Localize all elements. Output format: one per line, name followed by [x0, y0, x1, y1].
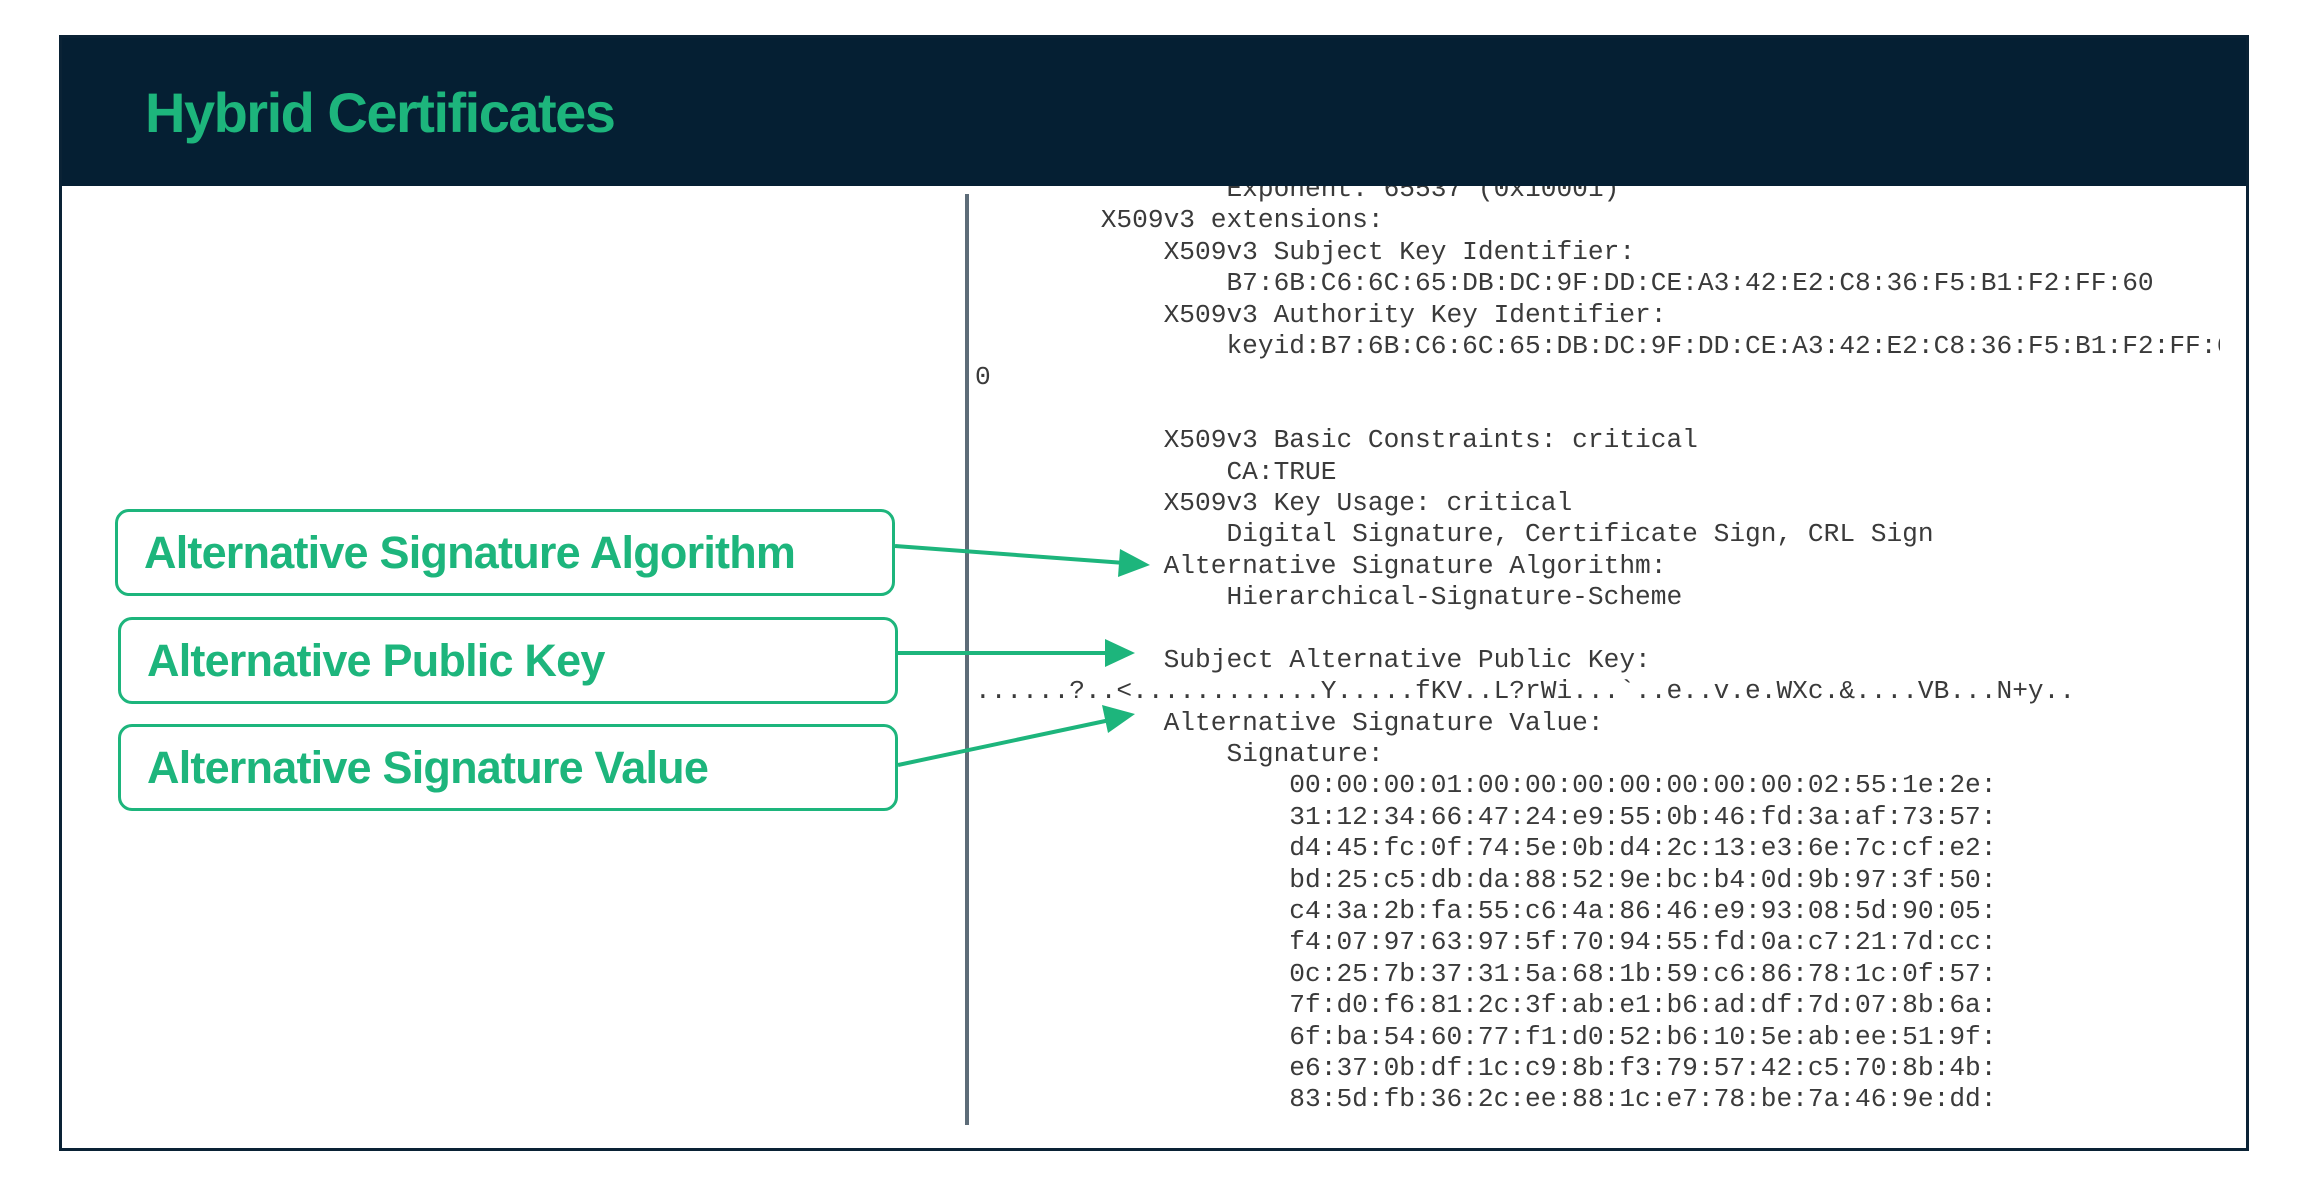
terminal-output: Exponent: 65537 (0x10001)X509v3 extensio… — [965, 186, 2220, 1125]
terminal-line: X509v3 Authority Key Identifier: — [1163, 299, 1667, 330]
terminal-line: CA:TRUE — [1226, 456, 1337, 487]
terminal-line: e6:37:0b:df:1c:c9:8b:f3:79:57:42:c5:70:8… — [1289, 1052, 1997, 1083]
slide-header: Hybrid Certificates — [62, 38, 2246, 186]
slide-title: Hybrid Certificates — [145, 81, 616, 144]
terminal-line: 83:5d:fb:36:2c:ee:88:1c:e7:78:be:7a:46:9… — [1289, 1084, 1997, 1115]
terminal-line: Exponent: 65537 (0x10001) — [1226, 186, 1620, 204]
terminal-line: f4:07:97:63:97:5f:70:94:55:fd:0a:c7:21:7… — [1289, 927, 1997, 958]
terminal-line: B7:6B:C6:6C:65:DB:DC:9F:DD:CE:A3:42:E2:C… — [1226, 268, 2154, 299]
terminal-line: X509v3 Subject Key Identifier: — [1163, 236, 1636, 267]
callout-label: Alternative Signature Value — [147, 741, 709, 793]
terminal-line: Subject Alternative Public Key: — [1163, 644, 1651, 675]
callout-label: Alternative Signature Algorithm — [144, 526, 796, 578]
terminal-line: Digital Signature, Certificate Sign, CRL… — [1226, 519, 1934, 550]
terminal-line: Alternative Signature Value: — [1163, 707, 1604, 738]
terminal-line: keyid:B7:6B:C6:6C:65:DB:DC:9F:DD:CE:A3:4… — [1226, 330, 2220, 361]
terminal-line: X509v3 Basic Constraints: critical — [1163, 425, 1698, 456]
callout-alternative-signature-algorithm: Alternative Signature Algorithm — [115, 509, 895, 596]
callout-alternative-signature-value: Alternative Signature Value — [118, 724, 898, 811]
terminal-line: 7f:d0:f6:81:2c:3f:ab:e1:b6:ad:df:7d:07:8… — [1289, 990, 1997, 1021]
terminal-line: 31:12:34:66:47:24:e9:55:0b:46:fd:3a:af:7… — [1289, 801, 1997, 832]
certificate-text: Exponent: 65537 (0x10001)X509v3 extensio… — [975, 186, 2220, 1116]
terminal-line: c4:3a:2b:fa:55:c6:4a:86:46:e9:93:08:5d:9… — [1289, 895, 1997, 926]
terminal-line: bd:25:c5:db:da:88:52:9e:bc:b4:0d:9b:97:3… — [1289, 864, 1997, 895]
terminal-line: Signature: — [1226, 739, 1384, 770]
arrow-icon — [897, 705, 1135, 767]
slide-frame: Hybrid Certificates Exponent: 65537 (0x1… — [59, 35, 2249, 1151]
terminal-line: Alternative Signature Algorithm: — [1163, 550, 1667, 581]
arrow-icon — [894, 544, 1150, 577]
arrow-icon — [898, 639, 1135, 667]
terminal-line: X509v3 extensions: — [1100, 205, 1384, 236]
terminal-line: d4:45:fc:0f:74:5e:0b:d4:2c:13:e3:6e:7c:c… — [1289, 833, 1997, 864]
callout-label: Alternative Public Key — [147, 634, 605, 686]
terminal-line: ......?..<............Y.....fKV..L?rWi..… — [975, 676, 2076, 707]
terminal-line: X509v3 Key Usage: critical — [1163, 487, 1573, 518]
terminal-line: 00:00:00:01:00:00:00:00:00:00:00:02:55:1… — [1289, 770, 1997, 801]
terminal-line: 0 — [975, 362, 991, 393]
terminal-line: 6f:ba:54:60:77:f1:d0:52:b6:10:5e:ab:ee:5… — [1289, 1021, 1997, 1052]
terminal-left-border — [965, 194, 969, 1125]
callout-alternative-public-key: Alternative Public Key — [118, 617, 898, 704]
terminal-line: 0c:25:7b:37:31:5a:68:1b:59:c6:86:78:1c:0… — [1289, 958, 1997, 989]
terminal-line: Hierarchical-Signature-Scheme — [1226, 582, 1683, 613]
